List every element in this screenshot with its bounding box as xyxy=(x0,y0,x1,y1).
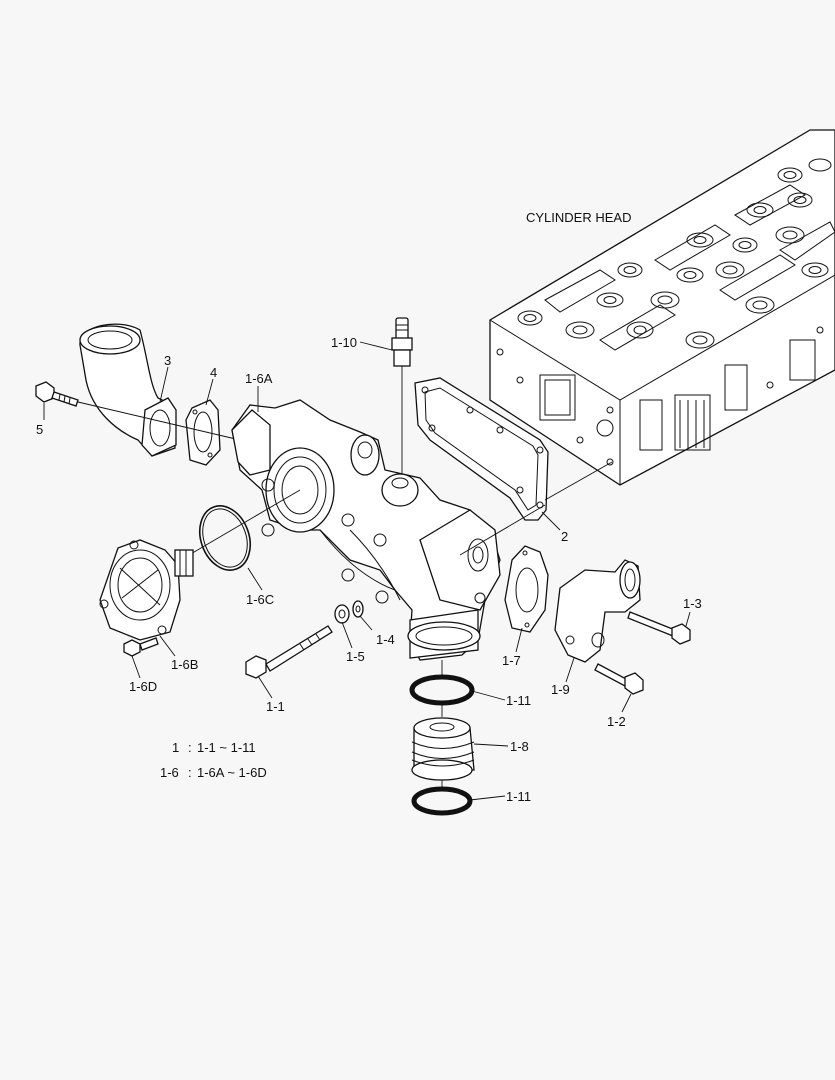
washer-1-4 xyxy=(352,600,364,618)
callout-1-3: 1-3 xyxy=(683,596,702,611)
sleeve-1-8 xyxy=(411,717,475,781)
o-ring-1-6c xyxy=(198,505,252,571)
callout-3: 3 xyxy=(164,353,171,368)
legend-key-1: 1 xyxy=(172,740,179,755)
legend-range-2: 1-6A ~ 1-6D xyxy=(197,765,267,780)
o-ring-1-11-upper xyxy=(409,674,475,706)
legend-sep-2: : xyxy=(188,765,192,780)
fitting-1-10 xyxy=(391,317,413,367)
bolt-5 xyxy=(35,381,79,407)
callout-1-9: 1-9 xyxy=(551,682,570,697)
callout-1-8: 1-8 xyxy=(510,739,529,754)
cylinder-head xyxy=(489,129,835,486)
callout-5: 5 xyxy=(36,422,43,437)
bolt-1-3 xyxy=(627,611,691,645)
callout-1-6c: 1-6C xyxy=(246,592,274,607)
thermostat-housing-1-6b xyxy=(99,539,194,641)
callout-1-6b: 1-6B xyxy=(171,657,198,672)
callout-1-6a: 1-6A xyxy=(245,371,273,386)
gasket-4 xyxy=(185,399,221,466)
bolt-1-1 xyxy=(245,625,333,679)
callout-1-10: 1-10 xyxy=(331,335,357,350)
callout-1-7: 1-7 xyxy=(502,653,521,668)
elbow-pipe-3 xyxy=(79,323,177,457)
elbow-connector-1-9 xyxy=(554,559,641,663)
callout-1-4: 1-4 xyxy=(376,632,395,647)
bolt-1-6d xyxy=(123,637,159,657)
callout-1-5: 1-5 xyxy=(346,649,365,664)
callout-1-11-lower: 1-11 xyxy=(506,789,531,804)
callout-1-11-upper: 1-11 xyxy=(506,693,531,708)
callout-1-1: 1-1 xyxy=(266,699,285,714)
gasket-2 xyxy=(414,377,549,521)
callout-2: 2 xyxy=(561,529,568,544)
callout-1-2: 1-2 xyxy=(607,714,626,729)
gasket-1-7 xyxy=(504,545,549,633)
parts-legend: 1 : 1-1 ~ 1-11 1-6 : 1-6A ~ 1-6D xyxy=(160,740,267,780)
leader-lines xyxy=(43,341,691,801)
callout-1-6d: 1-6D xyxy=(129,679,157,694)
washer-1-5 xyxy=(334,604,350,624)
legend-key-2: 1-6 xyxy=(160,765,179,780)
legend-sep-1: : xyxy=(188,740,192,755)
bolt-1-2 xyxy=(594,663,644,695)
o-ring-1-11-lower xyxy=(411,786,473,816)
legend-range-1: 1-1 ~ 1-11 xyxy=(197,740,256,755)
cylinder-head-label: CYLINDER HEAD xyxy=(526,210,631,225)
callout-4: 4 xyxy=(210,365,217,380)
